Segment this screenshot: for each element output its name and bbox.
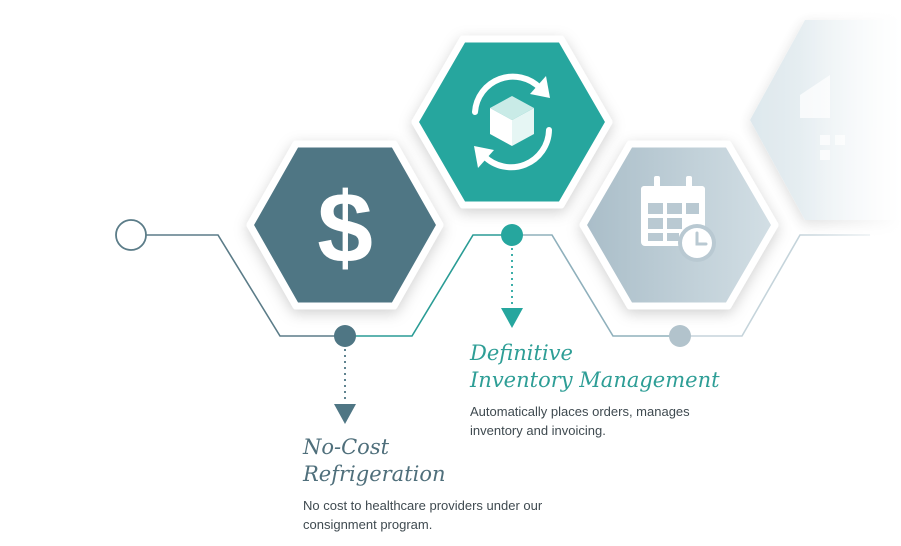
connector-mid-line-a	[345, 234, 512, 337]
node-step-3	[669, 325, 691, 347]
dollar-icon: $	[317, 172, 373, 284]
step-1-title-line1: No-Cost	[303, 435, 390, 459]
start-node-ring	[115, 219, 147, 251]
right-fade-overlay	[800, 0, 901, 546]
step-1-description: No cost to healthcare providers under ou…	[303, 498, 543, 532]
pointer-step-1	[334, 349, 356, 424]
box-sync-icon	[472, 73, 552, 171]
hexagon-step-1: $	[246, 140, 444, 310]
step-1-label: No-Cost Refrigeration No cost to healthc…	[303, 434, 563, 534]
connector-mid-line-b	[512, 234, 680, 337]
step-1-title-line2: Refrigeration	[303, 462, 446, 486]
hexagon-step-2	[411, 35, 613, 209]
node-step-2	[501, 224, 523, 246]
calendar-clock-icon	[641, 176, 716, 262]
step-2-title-line1: Definitive	[470, 341, 573, 365]
step-2-description: Automatically places orders, manages inv…	[470, 404, 690, 438]
hexagon-step-3	[579, 140, 779, 310]
step-2-title-line2: Inventory Management	[470, 368, 720, 392]
node-step-1	[334, 325, 356, 347]
connector-start-line	[146, 234, 345, 337]
step-2-label: Definitive Inventory Management Automati…	[470, 340, 730, 440]
pointer-step-2	[501, 248, 523, 328]
